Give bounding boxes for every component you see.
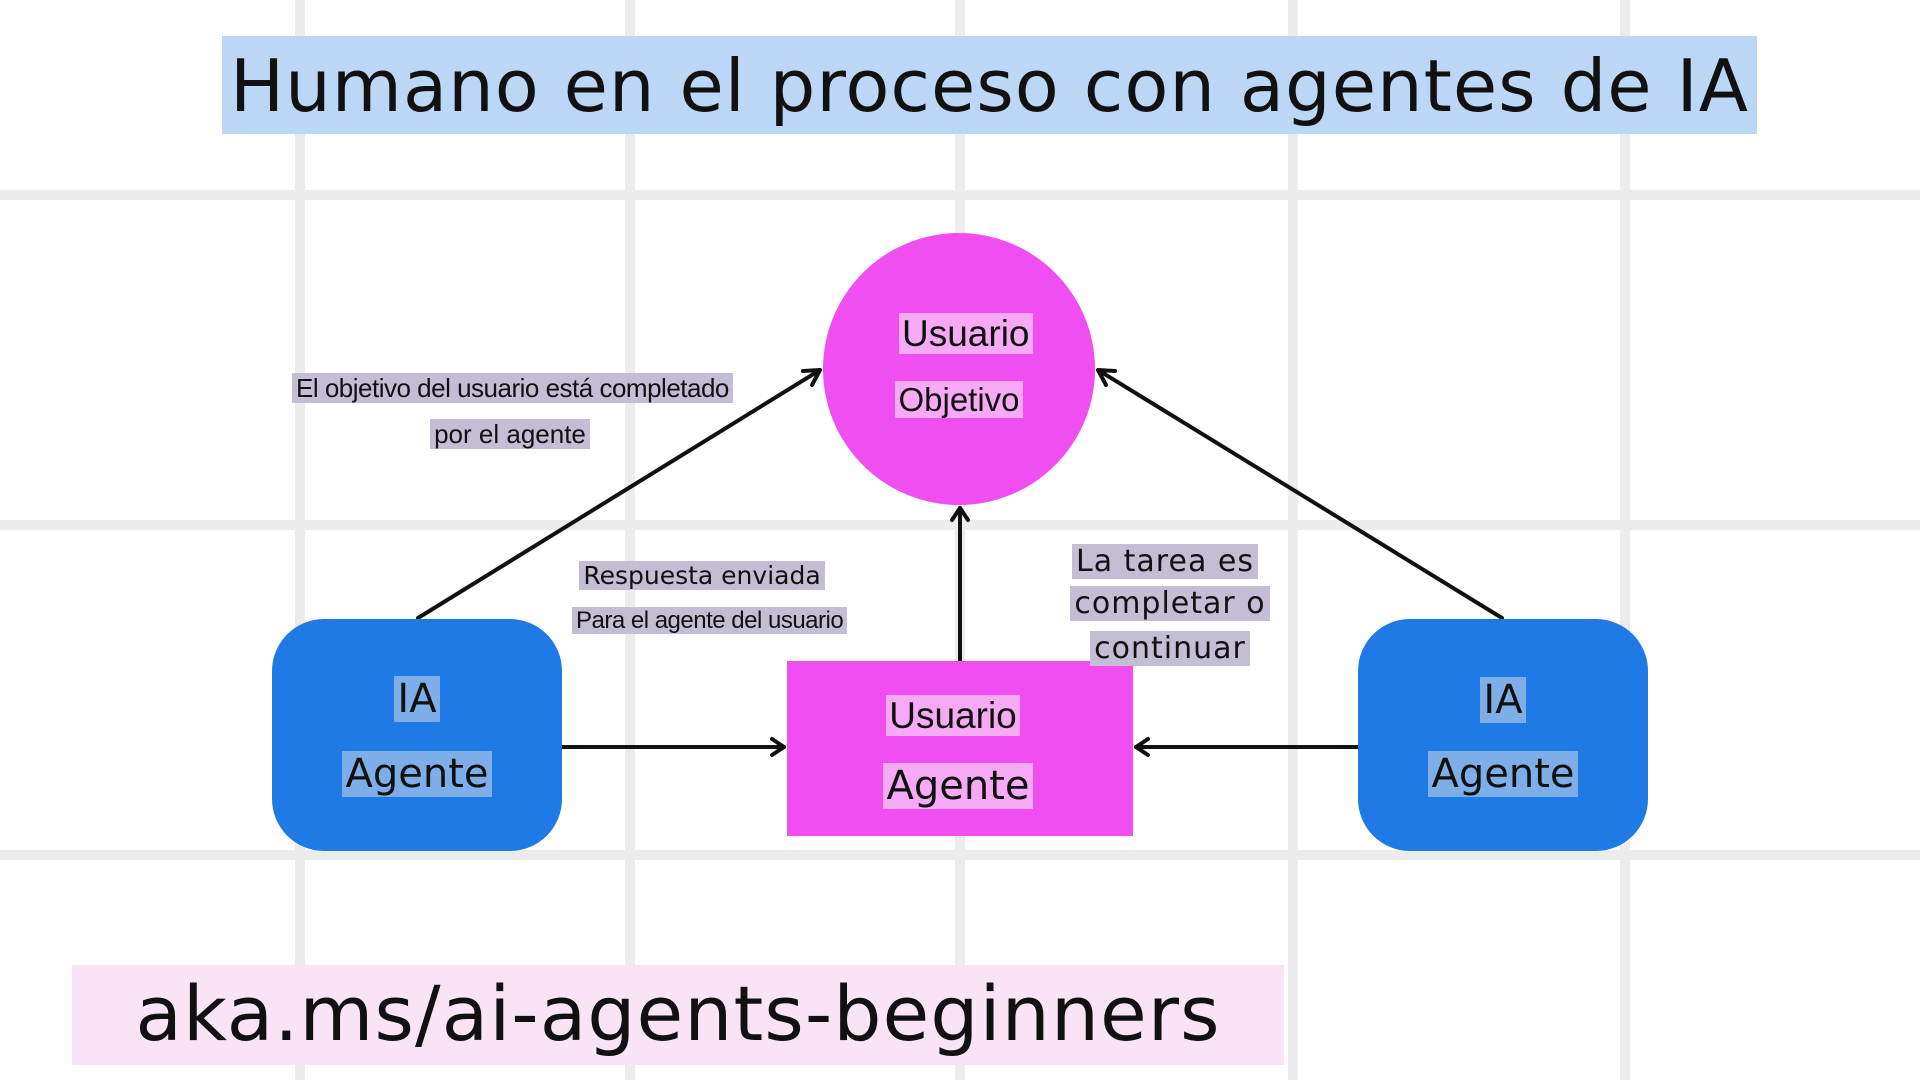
arrow-right-agent-to-user-agent bbox=[1134, 737, 1360, 757]
user-goal-label-line2: Objetivo bbox=[894, 380, 1024, 420]
response-sent-label-line1: Respuesta enviada bbox=[567, 559, 837, 593]
arrow-right-agent-to-goal bbox=[1096, 368, 1504, 620]
ai-agent-right-label-line2: Agente bbox=[1398, 750, 1608, 798]
ai-agent-left-label-line1: IA bbox=[342, 675, 492, 723]
footer-url: aka.ms/ai-agents-beginners bbox=[72, 965, 1284, 1065]
grid-line bbox=[625, 0, 635, 1080]
task-status-label-line1: La tarea es bbox=[1045, 543, 1285, 581]
goal-completed-label-line2: por el agente bbox=[420, 417, 600, 451]
ai-agent-left-node bbox=[272, 619, 562, 851]
goal-completed-label-line1: El objetivo del usuario está completado bbox=[292, 371, 733, 405]
arrow-left-agent-to-goal bbox=[416, 368, 822, 620]
ai-agent-right-node bbox=[1358, 619, 1648, 851]
arrow-user-agent-to-goal bbox=[950, 506, 970, 663]
user-goal-label-line1: Usuario bbox=[899, 312, 1033, 356]
task-status-label-line2: completar o bbox=[1050, 585, 1290, 623]
grid-line bbox=[1620, 0, 1630, 1080]
grid-line bbox=[1288, 0, 1298, 1080]
grid-line bbox=[0, 850, 1920, 860]
user-agent-label-line2: Agente bbox=[863, 762, 1053, 810]
ai-agent-right-label-line1: IA bbox=[1428, 676, 1578, 724]
task-status-label-line3: continuar bbox=[1055, 630, 1285, 668]
grid-line bbox=[295, 0, 305, 1080]
page-title-text: Humano en el proceso con agentes de IA bbox=[230, 44, 1749, 128]
response-sent-label-line2: Para el agente del usuario bbox=[572, 604, 848, 637]
page-title: Humano en el proceso con agentes de IA bbox=[222, 36, 1757, 134]
arrow-left-agent-to-user-agent bbox=[560, 737, 786, 757]
grid-line bbox=[0, 190, 1920, 200]
ai-agent-left-label-line2: Agente bbox=[312, 750, 522, 798]
footer-url-text: aka.ms/ai-agents-beginners bbox=[135, 969, 1221, 1058]
user-goal-node bbox=[823, 233, 1095, 505]
user-agent-label-line1: Usuario bbox=[883, 694, 1023, 738]
